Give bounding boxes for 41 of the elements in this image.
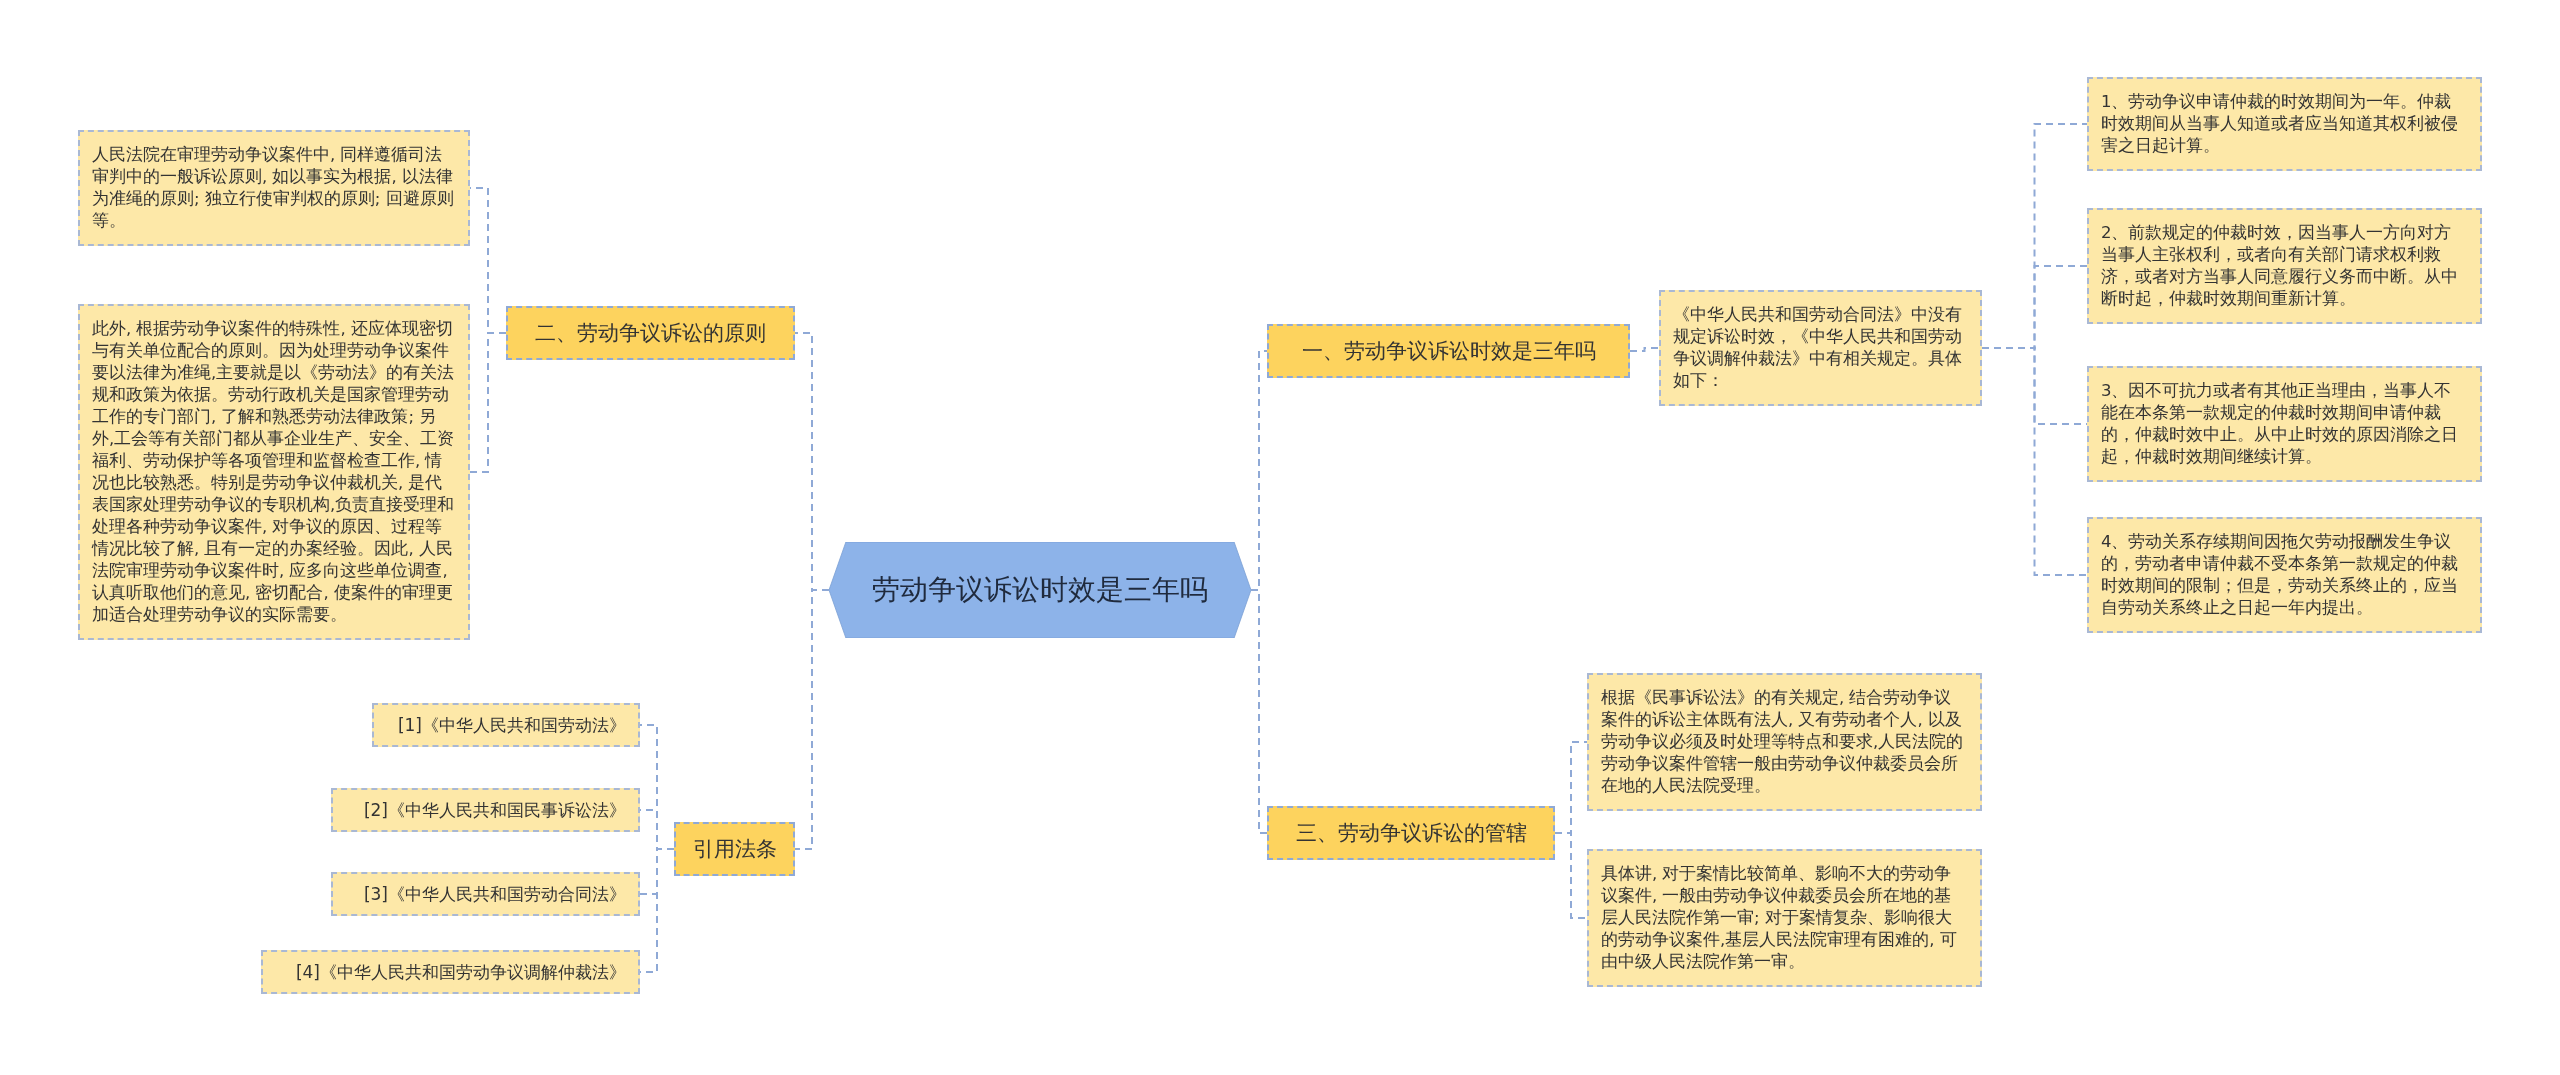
reference-text: [3]《中华人民共和国劳动合同法》 — [362, 883, 626, 906]
note-text: 4、劳动关系存续期间因拖欠劳动报酬发生争议的，劳动者申请仲裁不受本条第一款规定的仲裁时效期间的限制；但是，劳动关系终止的，应当自劳动关系终止之日起一年内提出。 — [2101, 531, 2459, 619]
reference-text: [1]《中华人民共和国劳动法》 — [396, 714, 626, 737]
note-box — [2087, 366, 2482, 482]
reference-text: [2]《中华人民共和国民事诉讼法》 — [362, 799, 626, 822]
note-box — [1659, 290, 1982, 406]
note-text: 2、前款规定的仲裁时效，因当事人一方向对方当事人主张权利，或者向有关部门请求权利救济，或者对方当事人同意履行义务而中断。从中断时起，仲裁时效期间重新计算。 — [2101, 222, 2459, 310]
branch-title: 二、劳动争议诉讼的原则 — [534, 320, 767, 347]
reference-text: [4]《中华人民共和国劳动争议调解仲裁法》 — [294, 961, 626, 984]
topic-title: 劳动争议诉讼时效是三年吗 — [871, 572, 1209, 608]
branch-title: 三、劳动争议诉讼的管辖 — [1294, 820, 1528, 847]
connector-line — [1629, 347, 1660, 352]
connector-line — [1981, 347, 2088, 576]
branch-box — [506, 306, 795, 360]
connector-line — [1250, 589, 1268, 834]
note-text: 根据《民事诉讼法》的有关规定, 结合劳动争议案件的诉讼主体既有法人, 又有劳动者个人, 以及劳动争议必须及时处理等特点和要求,人民法院的劳动争议案件管辖一般由劳动争议仲裁委员会所在地的人民法院受理。 — [1601, 687, 1965, 797]
note-box — [1587, 849, 1982, 987]
branch-box — [1267, 806, 1555, 860]
note-text: 具体讲, 对于案情比较简单、影响不大的劳动争议案件, 一般由劳动争议仲裁委员会所在地的基层人民法院作第一审; 对于案情复杂、影响很大的劳动争议案件,基层人民法院审理有困难的, 可由中级人民法院作第一审。 — [1601, 863, 1958, 973]
note-box — [2087, 208, 2482, 324]
note-text: 此外, 根据劳动争议案件的特殊性, 还应体现密切与有关单位配合的原则。因为处理劳动争议案件要以法律为准绳,主要就是以《劳动法》的有关法规和政策为依据。劳动行政机关是国家管理劳动工作的专门部门, 了解和熟悉劳动法律政策; 另外,工会等有关部门都从事企业生产、安全、工资福利、劳动保护等各项管理和监督检查工作, 情况也比较熟悉。特别是劳动争议仲裁机关, 是代表国家处理劳动争议的专职机构,负责直接受理和处理各种劳动争议案件, 对争议的原因、过程等情况比较了解, 且有一定的办案经验。因此, 人民法院审理劳动争议案件时, 应多向这些单位调查,认真听取他们的意见, 密切配合, 使案件的审理更加适合处理劳动争议的实际需要。 — [92, 318, 456, 626]
connector-line — [794, 589, 830, 850]
reference-box — [261, 950, 640, 994]
branch-title: 引用法条 — [691, 836, 778, 863]
note-text: 1、劳动争议申请仲裁的时效期间为一年。仲裁时效期间从当事人知道或者应当知道其权利被侵害之日起计算。 — [2101, 91, 2459, 157]
topic-hexagon — [829, 542, 1251, 638]
connector-line — [469, 332, 507, 473]
reference-box — [331, 872, 640, 916]
note-text: 人民法院在审理劳动争议案件中, 同样遵循司法审判中的一般诉讼原则, 如以事实为根据, 以法律为准绳的原则; 独立行使审判权的原则; 回避原则等。 — [92, 144, 455, 232]
note-text: 3、因不可抗力或者有其他正当理由，当事人不能在本条第一款规定的仲裁时效期间申请仲裁的，仲裁时效中止。从中止时效的原因消除之日起，仲裁时效期间继续计算。 — [2101, 380, 2459, 468]
reference-box — [372, 703, 640, 747]
branch-title: 一、劳动争议诉讼时效是三年吗 — [1300, 338, 1597, 365]
note-box — [78, 130, 470, 246]
branch-box — [1267, 324, 1630, 378]
reference-box — [331, 788, 640, 832]
note-box — [2087, 77, 2482, 171]
note-box — [1587, 673, 1982, 811]
branch-box — [674, 822, 795, 876]
note-text: 《中华人民共和国劳动合同法》中没有规定诉讼时效，《中华人民共和国劳动争议调解仲裁法》中有相关规定。具体如下： — [1673, 304, 1963, 392]
note-box — [2087, 517, 2482, 633]
connector-line — [1554, 832, 1588, 919]
